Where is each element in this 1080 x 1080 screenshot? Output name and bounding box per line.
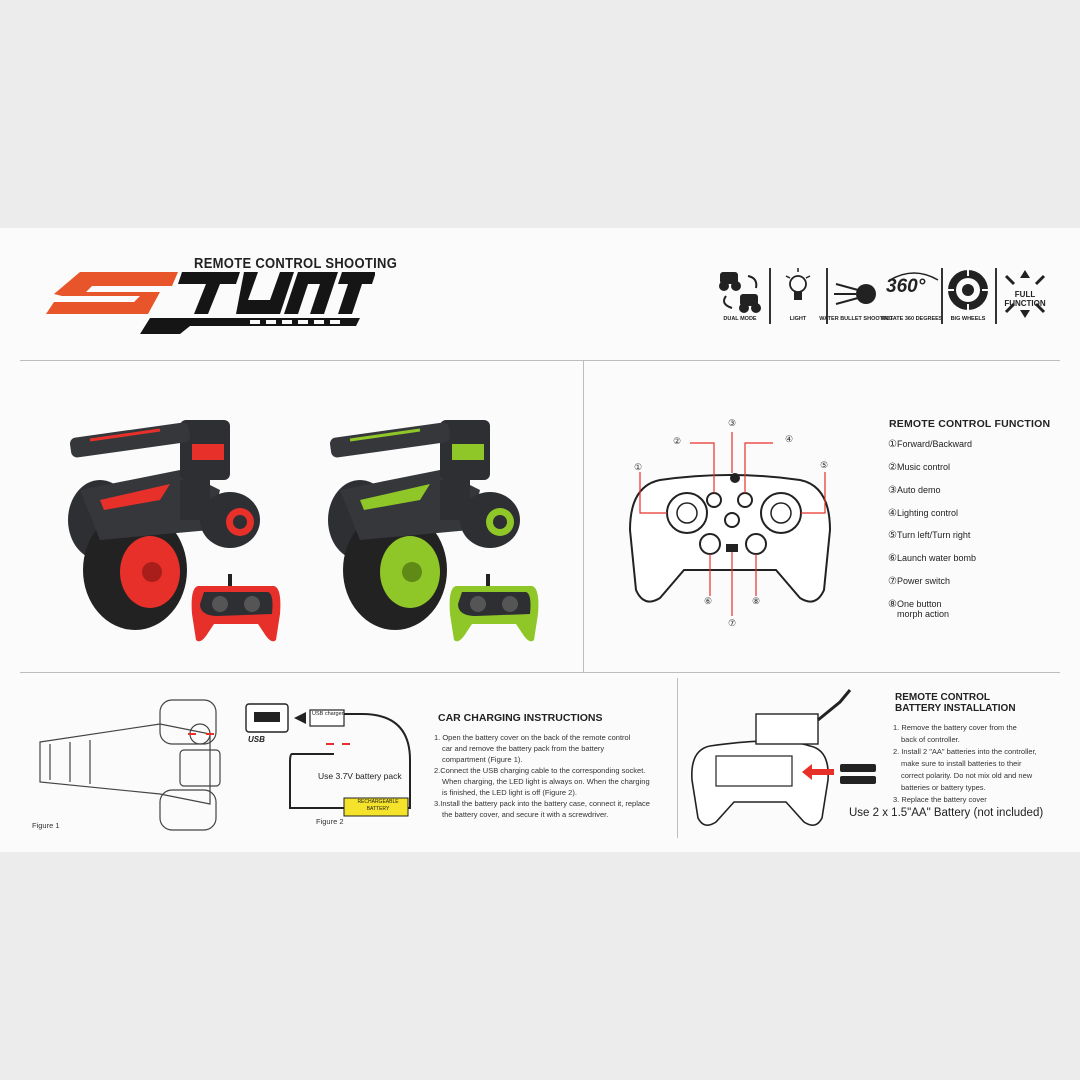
rotate-arc-icon bbox=[889, 272, 939, 281]
battery-title-line-1: REMOTE CONTROL bbox=[895, 692, 990, 703]
function-number: ⑥ bbox=[888, 553, 897, 564]
function-number: ⑦ bbox=[888, 576, 897, 587]
function-item: ④Lighting control bbox=[888, 508, 958, 519]
callout-6: ⑥ bbox=[704, 596, 713, 606]
function-number: ④ bbox=[888, 508, 897, 519]
function-text: Turn left/Turn right bbox=[896, 530, 971, 540]
function-number: ③ bbox=[888, 485, 897, 496]
divider-vertical-upper bbox=[583, 360, 584, 672]
charging-step-line: car and remove the battery pack from the… bbox=[442, 744, 605, 753]
battery-installation-diagram bbox=[691, 689, 876, 826]
red-remote-image bbox=[191, 574, 281, 642]
callout-3: ③ bbox=[728, 418, 737, 428]
function-item: ②Music control bbox=[888, 462, 950, 473]
function-number: ② bbox=[888, 462, 897, 473]
function-item: ⑦Power switch bbox=[888, 576, 950, 587]
battery-step-line: 3. Replace the battery cover bbox=[893, 795, 987, 804]
logo-tunt-letters bbox=[178, 272, 375, 314]
function-text: Launch water bomb bbox=[896, 553, 977, 563]
figure2-label: Figure 2 bbox=[316, 817, 344, 826]
battery-step-line: back of controller. bbox=[901, 735, 960, 744]
feature-label-water-bullet: WATER BULLET SHOOTING bbox=[819, 316, 893, 322]
feature-label-big-wheels: BIG WHEELS bbox=[950, 316, 986, 322]
callout-5: ⑤ bbox=[820, 460, 829, 470]
light-bulb-icon bbox=[785, 268, 811, 300]
charging-step-line: 3.Install the battery pack into the batt… bbox=[434, 799, 650, 808]
battery-install-steps: 1. Remove the battery cover from the bac… bbox=[893, 722, 1053, 806]
function-text: Lighting control bbox=[896, 508, 959, 518]
function-item-continued: morph action bbox=[897, 609, 950, 619]
charging-step-line: compartment (Figure 1). bbox=[442, 755, 523, 764]
feature-separator bbox=[769, 268, 771, 324]
callout-2: ② bbox=[673, 436, 682, 446]
tagline: REMOTE CONTROL SHOOTING bbox=[194, 254, 398, 272]
usb-charger-label: USB charger bbox=[312, 711, 344, 717]
function-text: One button bbox=[896, 599, 942, 609]
figure1-car-chassis-diagram bbox=[39, 699, 221, 831]
callout-7: ⑦ bbox=[728, 618, 737, 628]
feature-separator bbox=[995, 268, 997, 324]
function-text: Power switch bbox=[896, 576, 950, 586]
feature-label-rotate: ROTATE 360 DEGREES bbox=[881, 316, 943, 322]
figure2-usb-cable-diagram bbox=[245, 703, 411, 817]
dual-mode-icon bbox=[719, 272, 761, 313]
remote-function-title: REMOTE CONTROL FUNCTION bbox=[889, 418, 1051, 430]
feature-separator bbox=[826, 268, 828, 324]
callout-8: ⑧ bbox=[752, 596, 761, 606]
function-text: Forward/Backward bbox=[896, 439, 972, 449]
water-bullet-icon bbox=[834, 283, 876, 305]
battery-pack-text: Use 3.7V battery pack bbox=[318, 771, 402, 781]
function-item: ①Forward/Backward bbox=[888, 439, 972, 450]
charging-step-line: the battery cover, and secure it with a … bbox=[442, 810, 609, 819]
feature-separator bbox=[941, 268, 943, 324]
battery-step-line: 2. Install 2 "AA" batteries into the con… bbox=[893, 747, 1037, 756]
battery-title-line-2: BATTERY INSTALLATION bbox=[895, 703, 1016, 714]
logo-s-shape bbox=[46, 272, 178, 314]
figure1-label: Figure 1 bbox=[32, 821, 60, 830]
usb-label: USB bbox=[248, 735, 265, 744]
function-number: ⑤ bbox=[888, 530, 897, 541]
arrows-icon bbox=[1004, 270, 1046, 318]
charging-step-line: When charging, the LED light is always o… bbox=[442, 777, 650, 786]
big-wheel-icon bbox=[948, 270, 988, 310]
divider-vertical-lower bbox=[677, 678, 678, 838]
battery-step-line: correct polarity. Do not mix old and new bbox=[901, 771, 1033, 780]
function-item: ⑧One button bbox=[888, 599, 942, 610]
stunt-logo bbox=[46, 272, 375, 334]
function-item: ⑤Turn left/Turn right bbox=[888, 530, 970, 541]
divider-middle bbox=[20, 672, 1060, 673]
charging-step-line: 2.Connect the USB charging cable to the … bbox=[434, 766, 646, 775]
battery-note: Use 2 x 1.5"AA" Battery (not included) bbox=[849, 807, 1044, 819]
charging-step-line: is finished, the LED light is off (Figur… bbox=[442, 788, 577, 797]
function-item: ⑥Launch water bomb bbox=[888, 553, 976, 564]
battery-step-line: make sure to install batteries to their bbox=[901, 759, 1022, 768]
feature-label-full-function: FULL FUNCTION bbox=[1004, 290, 1046, 308]
charging-steps: 1. Open the battery cover on the back of… bbox=[434, 732, 670, 820]
battery-step-line: 1. Remove the battery cover from the bbox=[893, 723, 1017, 732]
function-number: ⑧ bbox=[888, 599, 897, 610]
green-remote-image bbox=[449, 574, 539, 642]
function-item: ③Auto demo bbox=[888, 485, 941, 496]
function-number: ① bbox=[888, 439, 897, 450]
green-stunt-car-image bbox=[328, 420, 520, 630]
charging-step-line: 1. Open the battery cover on the back of… bbox=[434, 733, 631, 742]
red-stunt-car-image bbox=[68, 420, 260, 630]
callout-4: ④ bbox=[785, 434, 794, 444]
callout-1: ① bbox=[634, 462, 643, 472]
remote-controller-diagram bbox=[628, 432, 832, 616]
rotate-360-icon: 360° bbox=[886, 276, 926, 297]
battery-step-line: batteries or battery types. bbox=[901, 783, 986, 792]
rechargeable-line-1: RECHARGEABLE bbox=[357, 799, 399, 805]
charging-title: CAR CHARGING INSTRUCTIONS bbox=[438, 712, 603, 724]
divider-top bbox=[20, 360, 1060, 361]
function-text: Music control bbox=[896, 462, 950, 472]
feature-label-dual-mode: DUAL MODE bbox=[723, 316, 757, 322]
rechargeable-line-2: BATTERY bbox=[366, 806, 390, 812]
feature-label-light: LIGHT bbox=[789, 316, 807, 322]
function-text: Auto demo bbox=[896, 485, 941, 495]
